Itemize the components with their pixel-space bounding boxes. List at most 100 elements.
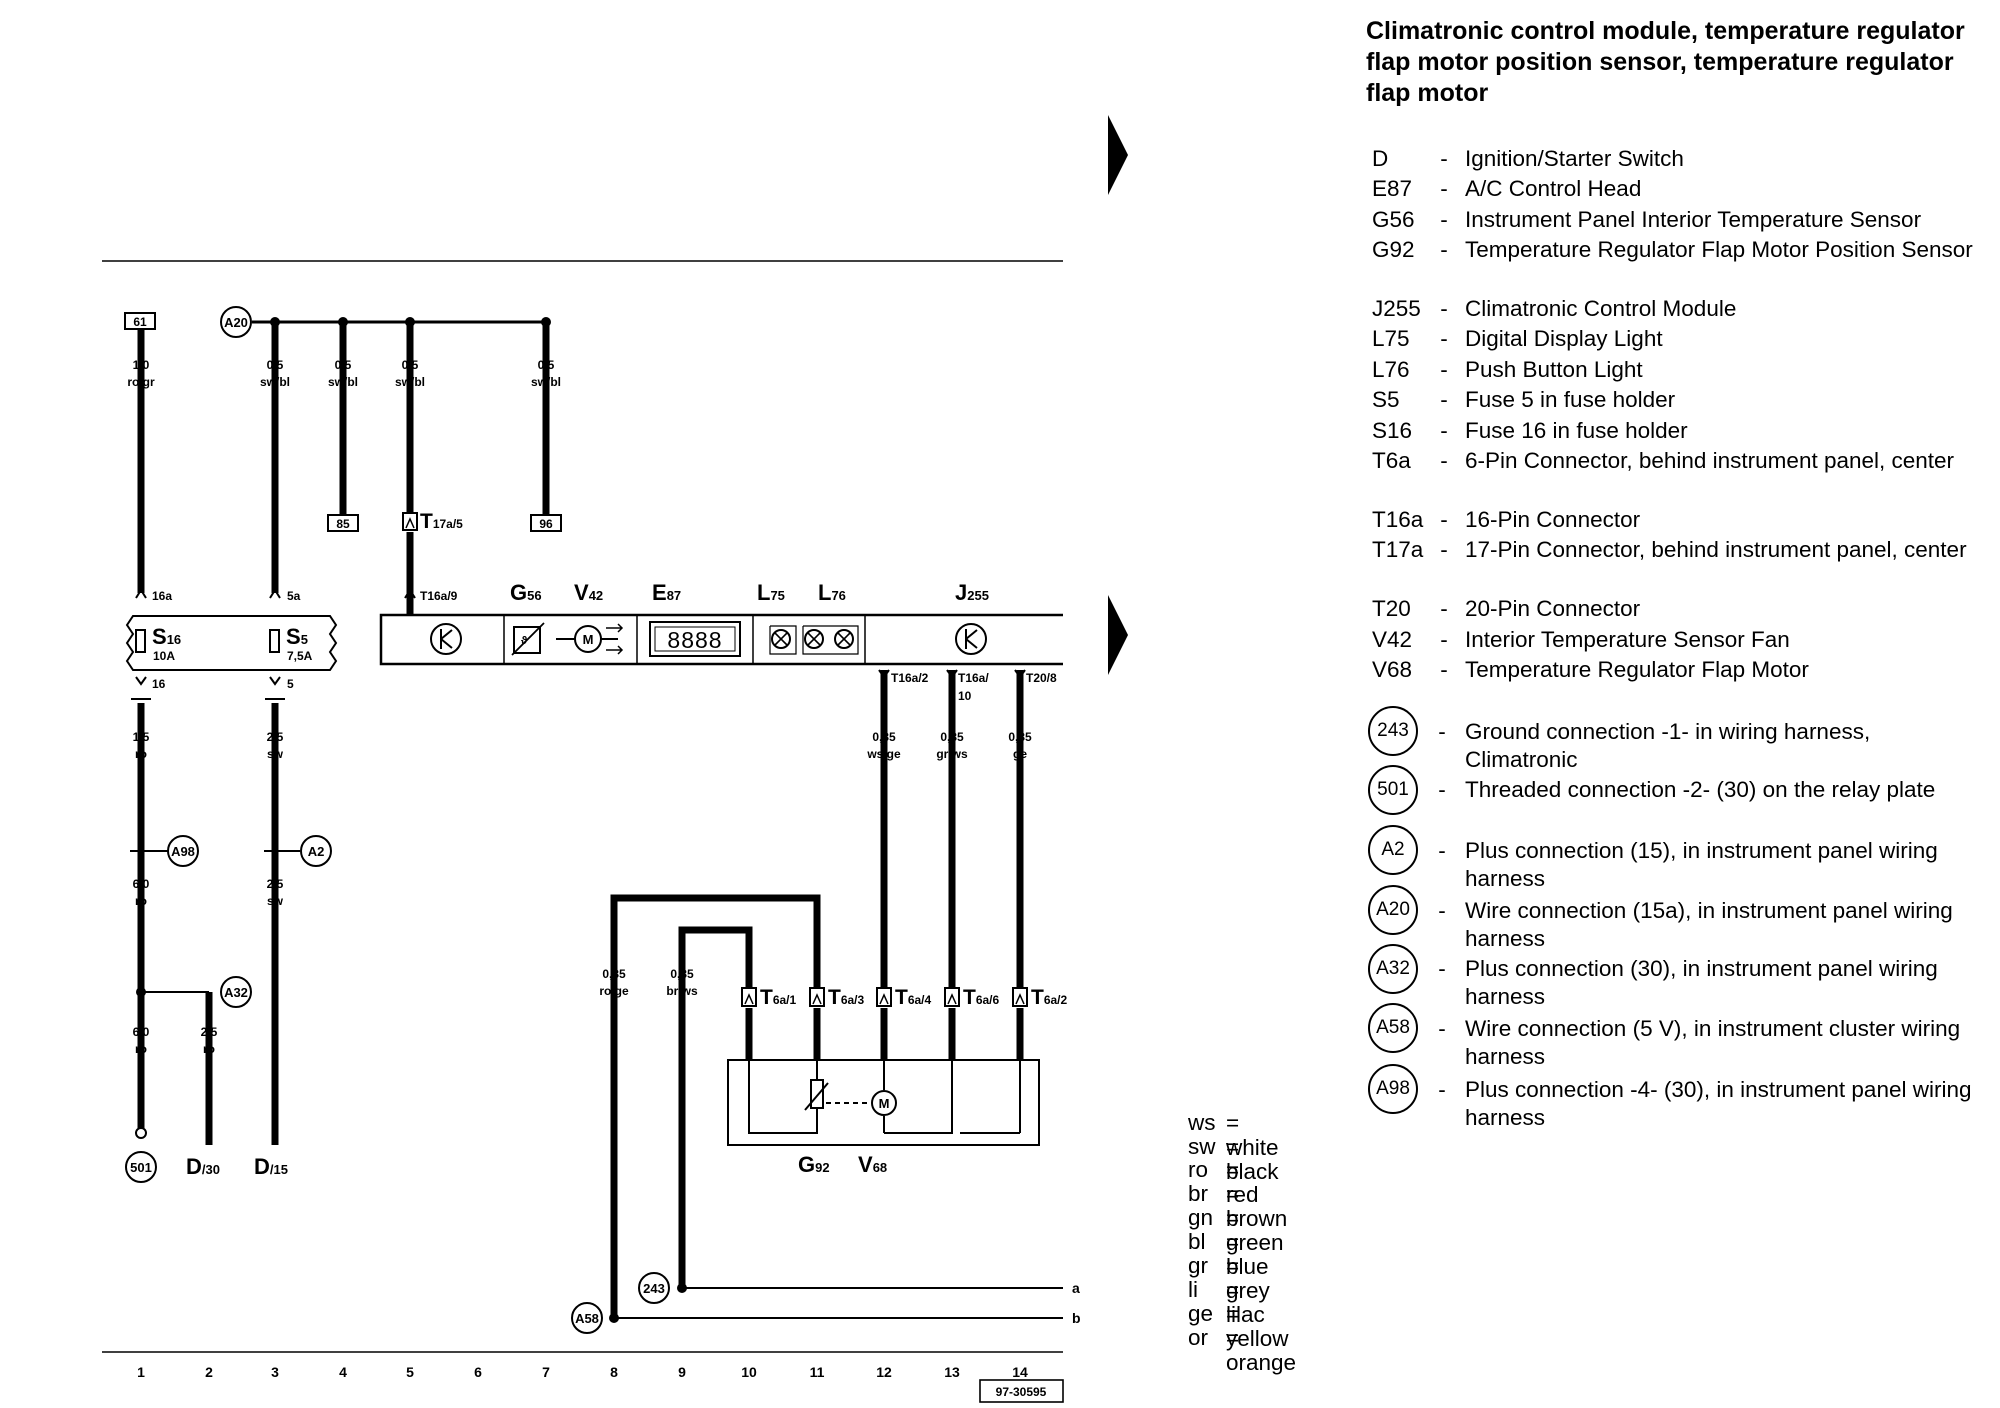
- track-number: 7: [542, 1364, 550, 1380]
- color-eq: = red: [1226, 1157, 1259, 1207]
- wire-label-color: ro: [203, 1042, 215, 1056]
- terminal-end: [135, 1127, 147, 1139]
- legend-code: T6a: [1372, 448, 1411, 473]
- wire-br-ws: [678, 926, 753, 1288]
- color-eq: = blue: [1226, 1229, 1269, 1279]
- wire-label-color: ge: [1013, 747, 1027, 761]
- wire-label-gauge: 0,35: [940, 730, 964, 744]
- wire-label-color: ro: [135, 894, 147, 908]
- node-a58-label: A58: [575, 1311, 599, 1326]
- legend-dash: -: [1438, 898, 1446, 923]
- color-eq: = brown: [1226, 1181, 1288, 1231]
- color-abbr: gn: [1188, 1205, 1214, 1230]
- connection-desc: Threaded connection -2- (30) on the rela…: [1465, 777, 1936, 802]
- wire-label-gauge: 0,5: [538, 358, 555, 372]
- legend-desc: Push Button Light: [1465, 357, 1643, 382]
- node-a98-label: A98: [171, 844, 195, 859]
- track-number: 6: [474, 1364, 482, 1380]
- legend-desc: Temperature Regulator Flap Motor Positio…: [1465, 237, 1973, 262]
- wire-label-color: sw/bl: [531, 375, 561, 389]
- fuse-s16-rating: 10A: [153, 649, 175, 663]
- legend-desc: 6-Pin Connector, behind instrument panel…: [1465, 448, 1955, 473]
- color-abbr: bl: [1188, 1229, 1206, 1254]
- track-number: 2: [205, 1364, 213, 1380]
- fuse-s5-rating: 7,5A: [287, 649, 313, 663]
- legend-desc: Climatronic Control Module: [1465, 296, 1737, 321]
- color-abbr: li: [1188, 1277, 1198, 1302]
- pin-label-t6a3: T6a/3: [828, 986, 865, 1009]
- t6a-connector-arrows: [744, 993, 1025, 1005]
- node-a58: [571, 1302, 603, 1334]
- arrow-up: [135, 588, 147, 599]
- track-number: 4: [339, 1364, 347, 1380]
- legend-code: G92: [1372, 237, 1415, 262]
- connection-badge: 243: [1368, 706, 1418, 756]
- end-d30: D/30: [186, 1154, 220, 1179]
- legend-desc: Ignition/Starter Switch: [1465, 146, 1684, 171]
- legend-code: J255: [1372, 296, 1421, 321]
- legend-dash: -: [1440, 418, 1448, 443]
- pin-label-t17a5: T17a/5: [420, 510, 463, 533]
- wire-label-color: sw: [267, 894, 284, 908]
- node-243: [638, 1272, 670, 1304]
- node-a32-label: A32: [224, 985, 248, 1000]
- node-a20: [220, 306, 252, 338]
- wire-label-color: gr/ws: [936, 747, 968, 761]
- bus-label-b: b: [1072, 1310, 1080, 1326]
- wire-label-color: sw/bl: [395, 375, 425, 389]
- wire-label-color: ro: [135, 1042, 147, 1056]
- node-a20-label: A20: [224, 315, 248, 330]
- legend-dash: -: [1440, 207, 1448, 232]
- color-name: grey: [1226, 1278, 1270, 1303]
- legend-dash: -: [1440, 596, 1448, 621]
- legend-desc: Interior Temperature Sensor Fan: [1465, 627, 1790, 652]
- arrow-up: [269, 588, 281, 599]
- color-abbr: gr: [1188, 1253, 1209, 1278]
- legend-dash: -: [1440, 537, 1448, 562]
- node-a2: [300, 835, 332, 867]
- terminal-96: [530, 514, 562, 532]
- legend-dash: -: [1438, 777, 1446, 802]
- transistor-icon: [430, 623, 462, 655]
- legend-dash: -: [1440, 146, 1448, 171]
- temperature-sensor-icon: ϑ: [511, 622, 545, 656]
- legend-code: S5: [1372, 387, 1400, 412]
- drawing-number: 97-30595: [996, 1385, 1047, 1399]
- color-abbr: ge: [1188, 1301, 1214, 1326]
- arrow-up: [404, 588, 416, 599]
- legend-desc: 20-Pin Connector: [1465, 596, 1641, 621]
- color-name: black: [1226, 1159, 1279, 1184]
- terminal-85-label: 85: [336, 517, 350, 531]
- color-abbr: ws: [1188, 1110, 1216, 1135]
- arrow-down: [135, 676, 147, 686]
- color-eq: = orange: [1226, 1325, 1297, 1375]
- connection-badge: A98: [1368, 1064, 1418, 1114]
- connection-desc: Ground connection -1- in wiring harness,…: [1465, 719, 1871, 772]
- arrow-down: [946, 669, 958, 679]
- color-name: brown: [1226, 1206, 1288, 1231]
- connection-badge: A58: [1368, 1003, 1418, 1053]
- color-name: lilac: [1226, 1302, 1265, 1327]
- legend-code: T16a: [1372, 507, 1424, 532]
- component-label: V42: [574, 580, 603, 605]
- component-label: E87: [652, 580, 681, 605]
- color-eq: = white: [1226, 1110, 1279, 1160]
- legend-dash: -: [1438, 719, 1446, 744]
- wire-label-color: ro/gr: [127, 375, 155, 389]
- legend-code: L75: [1372, 326, 1410, 351]
- fan-motor-icon: M: [556, 623, 624, 655]
- svg-text:M: M: [583, 632, 594, 647]
- flap-motor-m: M: [879, 1096, 890, 1111]
- wire-label-gauge: 0,35: [670, 967, 694, 981]
- connection-desc: Wire connection (5 V), in instrument clu…: [1465, 1016, 1961, 1069]
- color-eq: = lilac: [1226, 1277, 1265, 1327]
- pin-label-t16a10: 10: [958, 689, 972, 703]
- control-module-box: [379, 613, 1063, 666]
- track-number: 10: [741, 1364, 757, 1380]
- digital-display: 8888: [649, 621, 741, 657]
- terminal-96-label: 96: [539, 517, 553, 531]
- end-d15: D/15: [254, 1154, 288, 1179]
- wire-label-gauge: 2,5: [267, 877, 284, 891]
- legend-code: L76: [1372, 357, 1410, 382]
- fuse-holder: [125, 615, 338, 671]
